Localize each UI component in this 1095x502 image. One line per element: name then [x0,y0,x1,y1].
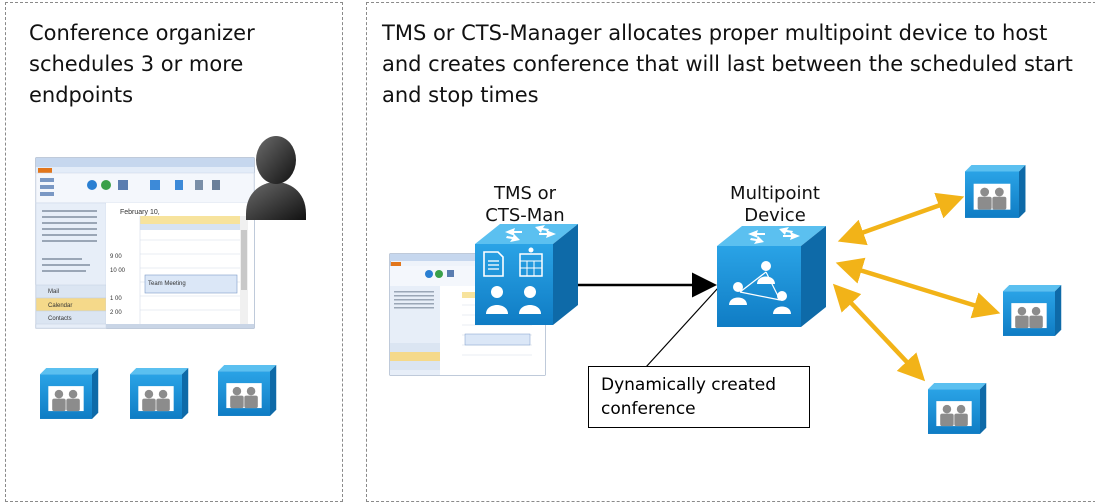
right-panel-title: TMS or CTS-Manager allocates proper mult… [382,21,1073,107]
outlook-window-left: 9 00 10 00 1 00 2 00 Team Meeting Mail C… [35,157,255,329]
svg-text:1 00: 1 00 [110,296,122,302]
endpoint-cube-icon [928,383,987,434]
left-panel-title: Conference organizer schedules 3 or more… [29,21,255,107]
multipoint-label: Multipoint Device [715,183,835,227]
user-silhouette-icon [246,136,306,220]
tms-label-line1: TMS or [493,183,557,204]
svg-text:Calendar: Calendar [48,303,72,309]
callout-pointer [645,287,719,368]
multipoint-label-line1: Multipoint [730,183,820,204]
endpoint-cube-icon [218,365,277,416]
outlook-date-header: February 10, [120,209,160,216]
endpoint-cube-icon [40,368,99,419]
svg-text:Mail: Mail [48,289,59,295]
svg-text:9 00: 9 00 [110,254,122,260]
svg-text:Team Meeting: Team Meeting [148,281,186,287]
multipoint-device-cube [717,226,826,327]
endpoint-cube-icon [1003,285,1062,336]
dynamic-conference-callout: Dynamically created conference [588,366,810,428]
svg-text:Contacts: Contacts [48,316,72,322]
svg-text:2 00: 2 00 [110,310,122,316]
left-endpoints [40,365,277,419]
endpoint-cube-icon [965,165,1026,218]
tms-label: TMS or CTS-Man [470,183,580,227]
svg-text:10 00: 10 00 [110,268,126,274]
tms-server-cube [475,224,578,325]
endpoint-links [832,192,1001,382]
right-endpoints [928,165,1062,434]
multipoint-label-line2: Device [744,205,806,226]
endpoint-cube-icon [130,368,189,419]
tms-label-line2: CTS-Man [485,205,565,226]
